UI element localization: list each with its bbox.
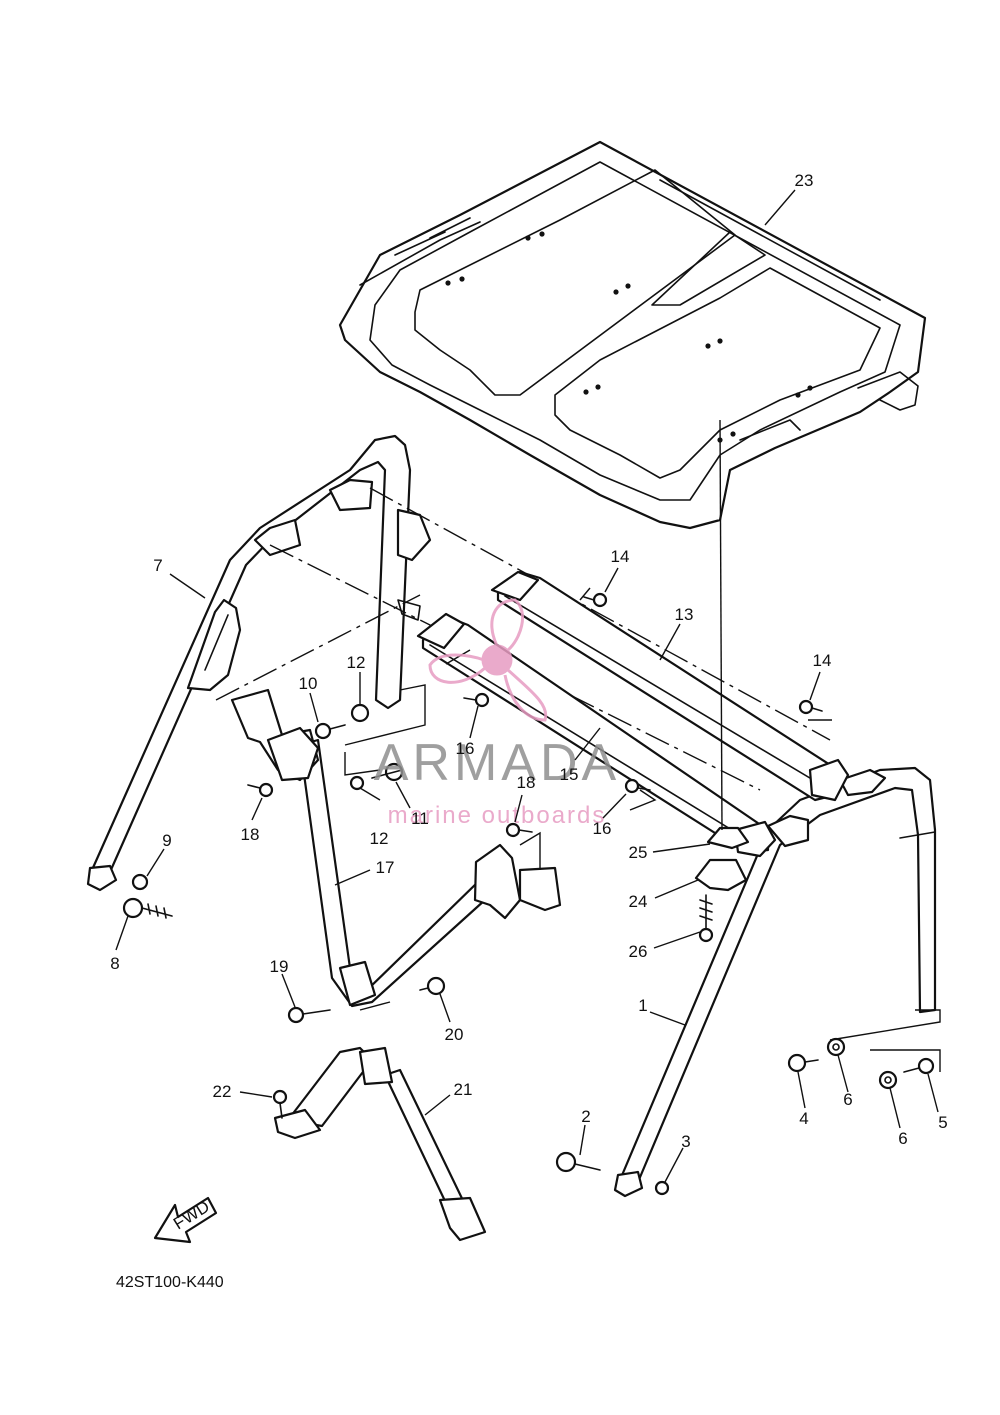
callout-14a: 14	[611, 547, 630, 566]
lower-cross-bar	[416, 612, 777, 858]
brand-tagline: marine outboards	[388, 802, 607, 829]
callout-3: 3	[681, 1132, 690, 1151]
hardware	[122, 419, 941, 1196]
callout-22: 22	[213, 1082, 232, 1101]
callout-14b: 14	[813, 651, 832, 670]
callout-6a: 6	[843, 1090, 852, 1109]
watermark: ARMADA marine outboards	[374, 598, 620, 829]
lower-frame	[230, 688, 562, 1008]
callout-24: 24	[629, 892, 648, 911]
callout-16b: 16	[593, 819, 612, 838]
callout-1: 1	[638, 996, 647, 1015]
callout-17: 17	[376, 858, 395, 877]
callout-12b: 12	[370, 829, 389, 848]
front-frame	[613, 766, 937, 1198]
callout-16a: 16	[456, 739, 475, 758]
fwd-arrow-icon: FWD	[153, 1197, 218, 1244]
roof-panel	[338, 140, 927, 530]
callout-25: 25	[629, 843, 648, 862]
callout-7: 7	[153, 556, 162, 575]
callout-10: 10	[299, 674, 318, 693]
callout-8: 8	[110, 954, 119, 973]
propeller-logo-icon	[428, 598, 548, 722]
callout-11: 11	[411, 809, 429, 828]
callout-20: 20	[445, 1025, 464, 1044]
callout-labels: 23 7 14 13 14 12 10 16 15 18 11 12 16 18…	[110, 171, 947, 1151]
callout-19: 19	[270, 957, 289, 976]
callout-5: 5	[938, 1113, 947, 1132]
callout-23: 23	[795, 171, 814, 190]
callout-9: 9	[162, 831, 171, 850]
callout-12a: 12	[347, 653, 366, 672]
callout-leaders	[115, 189, 939, 1183]
callout-26: 26	[629, 942, 648, 961]
callout-18a: 18	[241, 825, 260, 844]
callout-15: 15	[560, 765, 579, 784]
upper-cross-bar	[490, 570, 850, 802]
callout-6b: 6	[898, 1129, 907, 1148]
brand-name: ARMADA	[374, 734, 620, 792]
callout-21: 21	[454, 1080, 473, 1099]
callout-18b: 18	[517, 773, 536, 792]
diagram-part-number: 42ST100-K440	[116, 1274, 224, 1291]
rear-frame	[86, 434, 432, 892]
callout-13: 13	[675, 605, 694, 624]
callout-2: 2	[581, 1107, 590, 1126]
callout-4: 4	[799, 1109, 808, 1128]
support-stand	[273, 1046, 487, 1242]
